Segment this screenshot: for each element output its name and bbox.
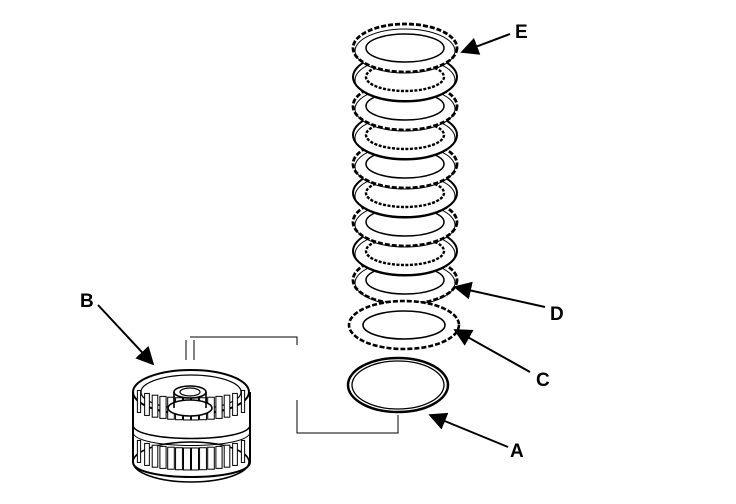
drum-slot: [232, 442, 238, 466]
drum-slot: [144, 392, 150, 416]
drum-slot: [215, 445, 223, 469]
drum-slot: [159, 395, 167, 419]
end-plate-c: [347, 299, 461, 351]
drum-slot: [223, 394, 231, 418]
drum-slot: [167, 446, 175, 470]
drum-slot: [151, 394, 159, 418]
clutch-plate: [351, 22, 459, 74]
drum-slot: [183, 447, 191, 471]
arrow-a: [428, 412, 509, 448]
clutch-plate-stack: [351, 22, 459, 306]
arrow-b: [97, 304, 155, 366]
callout-b: B: [80, 291, 94, 312]
drum-slot: [136, 389, 142, 413]
drum-slot: [232, 392, 238, 416]
drum-slot: [159, 445, 167, 469]
clutch-drum-b: [132, 340, 251, 483]
callout-e: E: [515, 22, 528, 43]
drum-slot: [223, 444, 231, 468]
drum-slot: [240, 439, 246, 463]
drum-slot: [240, 389, 246, 413]
arrow-e: [460, 33, 511, 55]
o-ring-a: [346, 356, 450, 414]
drum-slot: [144, 442, 150, 466]
callout-c: C: [536, 370, 550, 391]
drum-slot: [207, 446, 215, 470]
drum-slot: [175, 447, 183, 471]
drum-slot: [151, 444, 159, 468]
arrow-c: [453, 329, 531, 373]
arrow-d: [453, 281, 546, 308]
drum-slot: [215, 395, 223, 419]
callout-d: D: [550, 304, 564, 325]
assembly-guide-line-lower: [296, 400, 399, 434]
drum-spline-slots-lower: [136, 439, 246, 471]
assembly-guide-line: [190, 336, 298, 345]
drum-slot: [136, 439, 142, 463]
drum-slot: [199, 447, 207, 471]
drum-slot: [191, 447, 199, 471]
callout-a: A: [510, 441, 524, 462]
